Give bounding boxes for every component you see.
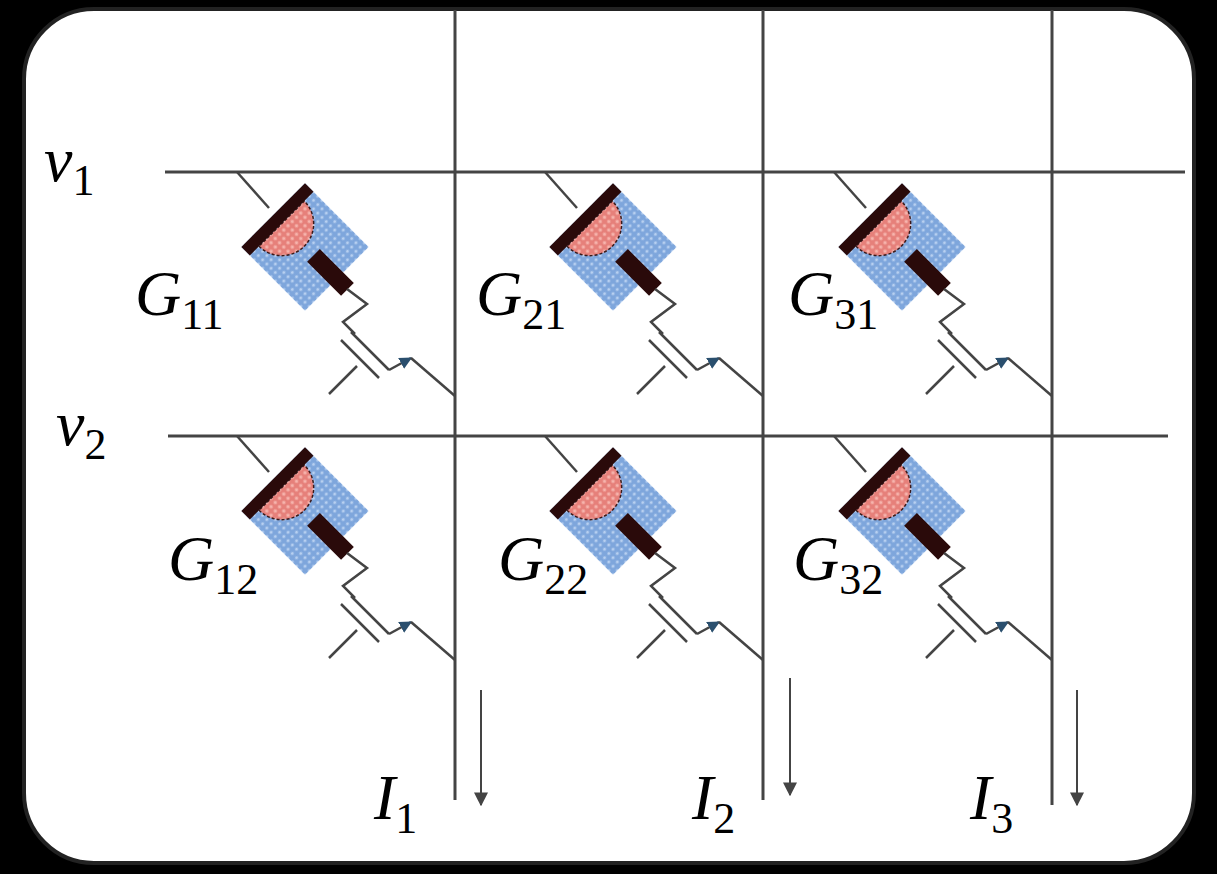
gate-lead	[637, 630, 665, 658]
transistor-symbol	[926, 289, 1052, 396]
gate-lead	[329, 366, 357, 394]
transistor-symbol	[329, 553, 455, 660]
emitter-arrow	[697, 622, 719, 634]
emitter-arrow	[697, 358, 719, 370]
channel-line	[351, 332, 389, 370]
conductance-label: G31	[786, 262, 880, 326]
conductance-label: G21	[474, 262, 568, 326]
voltage-label: v2	[54, 392, 108, 456]
channel-line	[659, 332, 697, 370]
gate-lead	[926, 366, 954, 394]
bottom-electrode	[615, 513, 662, 560]
top-electrode	[241, 447, 313, 519]
top-electrode	[549, 183, 621, 255]
lead-wire	[651, 289, 675, 334]
top-electrode	[549, 447, 621, 519]
memristor-cell	[237, 436, 455, 660]
conductance-label: G12	[166, 527, 260, 591]
memristor-device	[549, 183, 687, 321]
source-wire	[719, 622, 763, 660]
source-wire	[411, 358, 455, 396]
channel-line	[351, 596, 389, 634]
wires	[165, 10, 1185, 805]
row-line	[165, 171, 1185, 174]
bottom-electrode	[307, 513, 354, 560]
column-line	[454, 10, 457, 800]
bottom-electrode	[904, 249, 951, 296]
emitter-arrow	[389, 622, 411, 634]
emitter-arrow	[986, 622, 1008, 634]
memristor-device	[241, 447, 379, 585]
column-line	[1051, 10, 1054, 805]
source-wire	[719, 358, 763, 396]
gate-lead	[926, 630, 954, 658]
channel-line	[659, 596, 697, 634]
lead-wire	[343, 289, 367, 334]
access-wire	[237, 436, 269, 472]
current-label: I2	[690, 766, 737, 830]
access-wire	[545, 172, 577, 208]
bottom-electrode	[615, 249, 662, 296]
access-wire	[237, 172, 269, 208]
current-arrow	[1076, 690, 1078, 805]
top-electrode	[241, 183, 313, 255]
conductance-label: G32	[791, 527, 885, 591]
transistor-symbol	[637, 553, 763, 660]
gate-plate	[649, 604, 687, 642]
emitter-arrow	[986, 358, 1008, 370]
emitter-arrow	[389, 358, 411, 370]
access-wire	[834, 436, 866, 472]
top-electrode	[838, 183, 910, 255]
lead-wire	[940, 553, 964, 598]
source-wire	[411, 622, 455, 660]
memristor-cell	[545, 172, 763, 396]
access-wire	[834, 172, 866, 208]
gate-plate	[341, 604, 379, 642]
panel	[24, 9, 1194, 863]
bottom-electrode	[307, 249, 354, 296]
current-label: I3	[968, 766, 1015, 830]
conductance-label: G22	[496, 527, 590, 591]
gate-lead	[637, 366, 665, 394]
current-arrow	[480, 690, 482, 805]
memristor-cell	[834, 172, 1052, 396]
gate-lead	[329, 630, 357, 658]
voltage-label: v1	[42, 128, 96, 192]
lead-wire	[651, 553, 675, 598]
access-wire	[545, 436, 577, 472]
source-wire	[1008, 622, 1052, 660]
lead-wire	[940, 289, 964, 334]
current-arrow	[789, 678, 791, 795]
transistor-symbol	[329, 289, 455, 396]
memristor-cell	[545, 436, 763, 660]
memristor-device	[241, 183, 379, 321]
row-line	[168, 435, 1168, 438]
memristor-cell	[834, 436, 1052, 660]
gate-plate	[649, 340, 687, 378]
top-electrode	[838, 447, 910, 519]
channel-line	[948, 332, 986, 370]
column-line	[762, 10, 765, 800]
source-wire	[1008, 358, 1052, 396]
gate-plate	[341, 340, 379, 378]
conductance-label: G11	[133, 262, 226, 326]
channel-line	[948, 596, 986, 634]
transistor-symbol	[926, 553, 1052, 660]
transistor-symbol	[637, 289, 763, 396]
gate-plate	[938, 340, 976, 378]
memristor-cell	[237, 172, 455, 396]
current-label: I1	[372, 766, 419, 830]
bottom-electrode	[904, 513, 951, 560]
lead-wire	[343, 553, 367, 598]
gate-plate	[938, 604, 976, 642]
